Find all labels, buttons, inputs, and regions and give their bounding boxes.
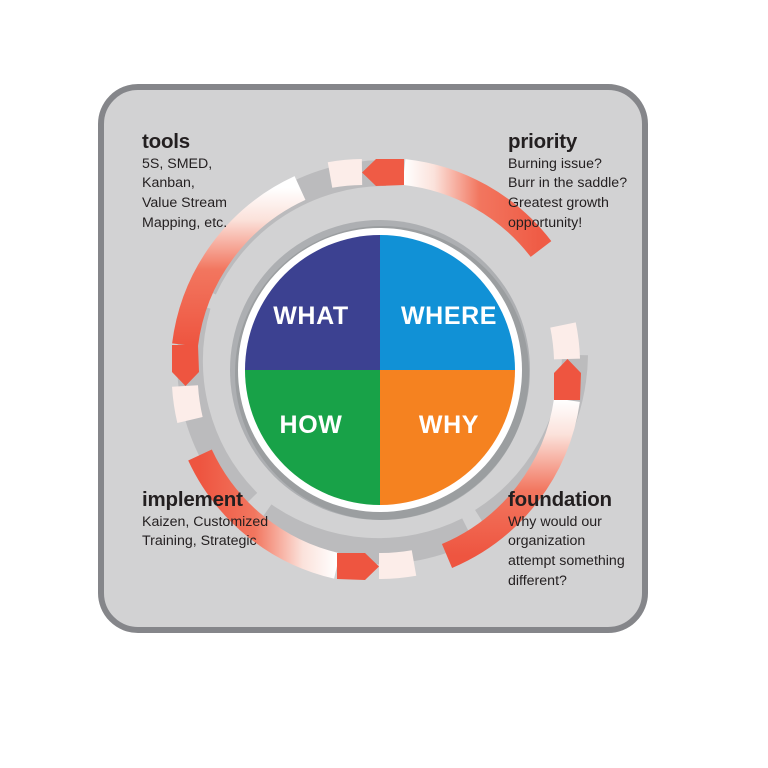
callout-priority-line-4: opportunity!	[508, 214, 583, 231]
callout-tools-line-3: Value Stream	[142, 194, 227, 211]
callout-priority-title: priority	[508, 130, 578, 153]
callout-implement-line-2: Training, Strategic	[142, 533, 257, 550]
callout-priority-line-3: Greatest growth	[508, 194, 609, 211]
callout-foundation: foundation Why would our organization at…	[508, 488, 625, 591]
quadrant-label-why: WHY	[418, 411, 480, 439]
callout-implement: implement Kaizen, Customized Training, S…	[142, 488, 268, 552]
callout-tools: tools 5S, SMED, Kanban, Value Stream Map…	[142, 130, 227, 233]
callout-implement-line-1: Kaizen, Customized	[142, 513, 269, 530]
callout-priority-line-2: Burr in the saddle?	[508, 175, 628, 192]
quadrant-label-how: HOW	[279, 411, 343, 439]
callout-priority-line-1: Burning issue?	[508, 155, 602, 172]
quadrant-wheel-graphic	[230, 220, 530, 520]
quadrant-wheel: WHAT WHERE HOW WHY	[229, 219, 531, 521]
callout-foundation-line-3: attempt something	[508, 552, 625, 569]
callout-foundation-title: foundation	[508, 488, 612, 511]
callout-foundation-line-4: different?	[508, 572, 567, 589]
quadrant-label-where: WHERE	[400, 302, 498, 330]
callout-tools-line-4: Mapping, etc.	[142, 214, 228, 231]
callout-tools-title: tools	[142, 130, 190, 153]
quadrant-label-what: WHAT	[273, 302, 349, 330]
callout-priority: priority Burning issue? Burr in the sadd…	[508, 130, 627, 233]
callout-tools-line-1: 5S, SMED,	[142, 155, 213, 172]
callout-tools-line-2: Kanban,	[142, 175, 195, 192]
callout-foundation-line-1: Why would our	[508, 513, 602, 530]
callout-implement-title: implement	[142, 488, 243, 511]
callout-foundation-line-2: organization	[508, 533, 586, 550]
